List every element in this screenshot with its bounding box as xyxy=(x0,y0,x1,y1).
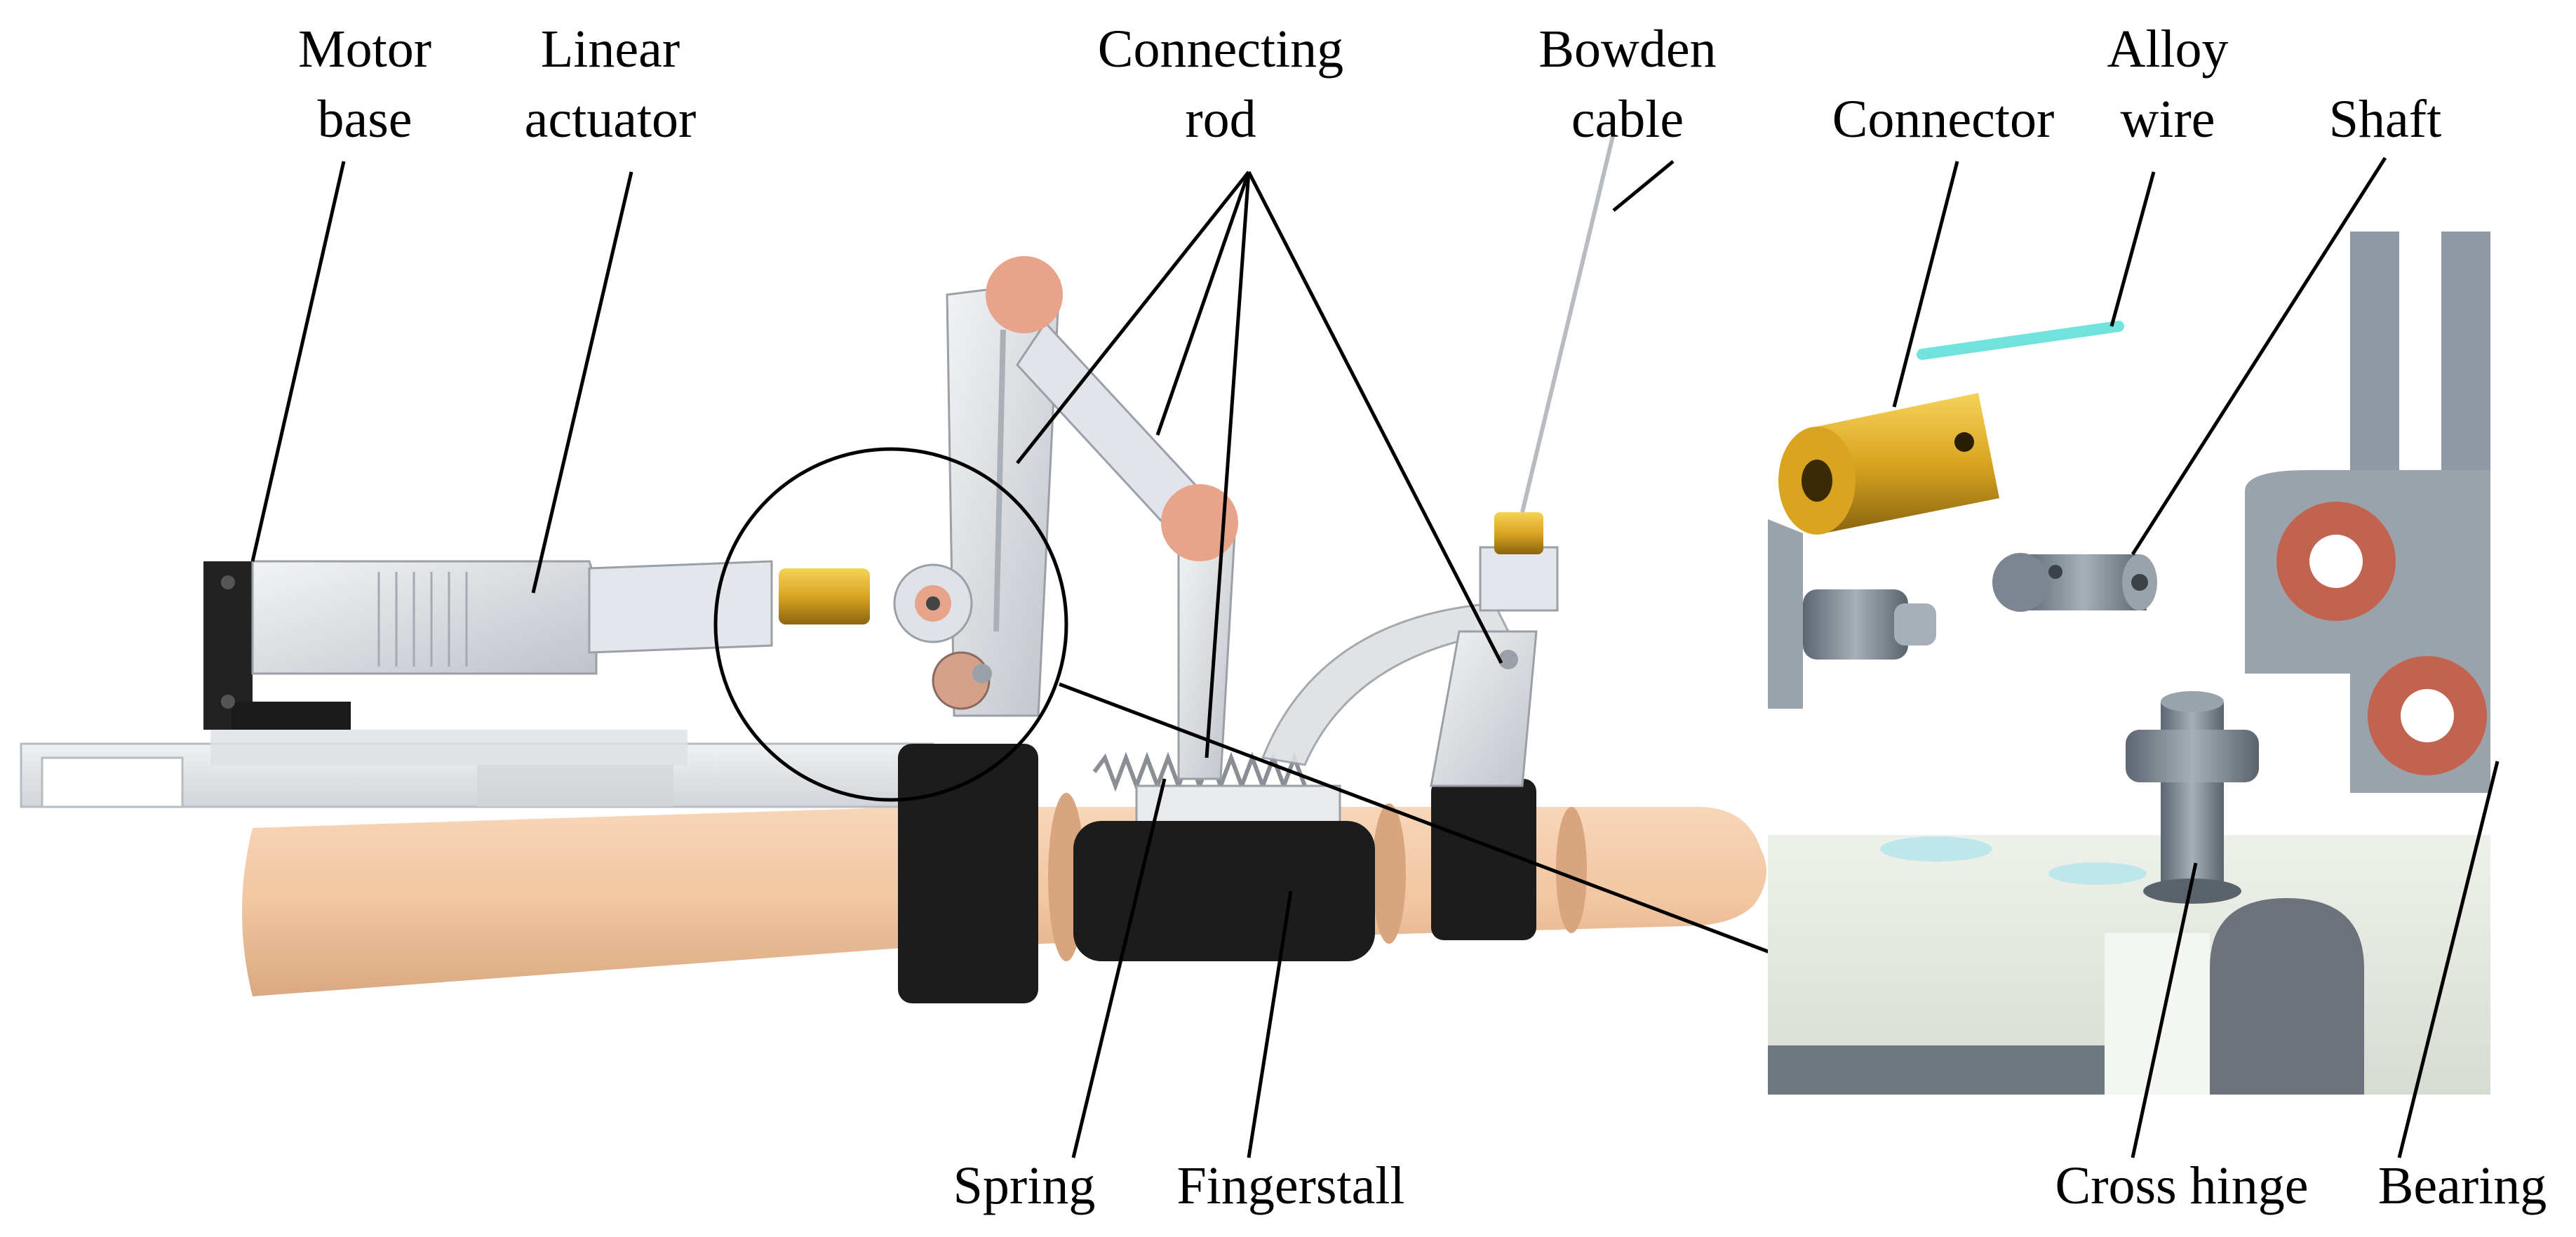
label-linear-actuator-line2: actuator xyxy=(524,90,697,149)
detail-view xyxy=(1768,232,2490,1095)
leader-bearing xyxy=(2397,761,2500,1158)
label-connecting-rod: Connecting rod xyxy=(1059,14,1382,154)
label-spring: Spring xyxy=(919,1151,1129,1221)
leader-cross-hinge xyxy=(2131,862,2198,1158)
leader-connector xyxy=(1892,161,1959,408)
label-cross-hinge-text: Cross hinge xyxy=(2055,1156,2309,1215)
label-motor-base-line2: base xyxy=(317,90,412,149)
label-bowden-cable: Bowden cable xyxy=(1508,14,1747,154)
label-cross-hinge: Cross hinge xyxy=(2020,1151,2343,1221)
connector xyxy=(1778,393,1999,535)
linkage xyxy=(893,256,1238,780)
label-shaft-text: Shaft xyxy=(2328,90,2442,149)
leader-spring xyxy=(1071,778,1167,1158)
tip-frame xyxy=(1261,133,1616,787)
label-connecting-rod-line1: Connecting xyxy=(1097,20,1344,79)
cross-hinge xyxy=(2126,691,2259,904)
straps xyxy=(898,744,1536,1003)
leader-bowden-cable xyxy=(1612,160,1675,212)
actuator-end xyxy=(1768,519,1936,709)
base-plate xyxy=(20,730,941,808)
label-fingerstall-text: Fingerstall xyxy=(1176,1156,1405,1215)
main-assembly xyxy=(20,133,1832,1003)
label-motor-base-line1: Motor xyxy=(298,20,431,79)
leader-connecting-rod-4 xyxy=(1247,170,1503,664)
leader-alloy-wire xyxy=(2109,171,2156,327)
label-alloy-wire: Alloy wire xyxy=(2077,14,2259,154)
leader-connecting-rod-1 xyxy=(1016,170,1250,464)
shaft xyxy=(1992,553,2157,612)
leader-shaft xyxy=(2131,156,2387,556)
linear-actuator xyxy=(251,560,870,675)
label-shaft: Shaft xyxy=(2280,84,2490,154)
label-alloy-wire-line1: Alloy xyxy=(2107,20,2229,79)
label-alloy-wire-line2: wire xyxy=(2120,90,2215,149)
label-bearing: Bearing xyxy=(2350,1151,2575,1221)
label-spring-text: Spring xyxy=(953,1156,1096,1215)
label-motor-base: Motor base xyxy=(260,14,470,154)
label-connector: Connector xyxy=(1796,84,2091,154)
label-bowden-cable-line1: Bowden xyxy=(1538,20,1717,79)
zoom-circle xyxy=(713,447,1068,802)
label-fingerstall: Fingerstall xyxy=(1136,1151,1445,1221)
leader-linear-actuator xyxy=(531,171,633,594)
label-linear-actuator-line1: Linear xyxy=(540,20,680,79)
leader-lines xyxy=(250,156,2500,1158)
leader-fingerstall xyxy=(1247,890,1293,1158)
leader-connecting-rod-2 xyxy=(1155,171,1251,436)
label-bearing-text: Bearing xyxy=(2377,1156,2547,1215)
label-bowden-cable-line2: cable xyxy=(1571,90,1684,149)
motor-base xyxy=(203,561,351,730)
label-connecting-rod-line2: rod xyxy=(1185,90,1256,149)
fingerstall xyxy=(1073,784,1375,961)
label-connector-text: Connector xyxy=(1832,90,2055,149)
label-linear-actuator: Linear actuator xyxy=(491,14,730,154)
alloy-wire xyxy=(1917,321,2124,360)
leader-motor-base xyxy=(250,161,346,562)
leader-connecting-rod-3 xyxy=(1205,171,1251,758)
zoom-connector-line xyxy=(1059,682,1832,977)
